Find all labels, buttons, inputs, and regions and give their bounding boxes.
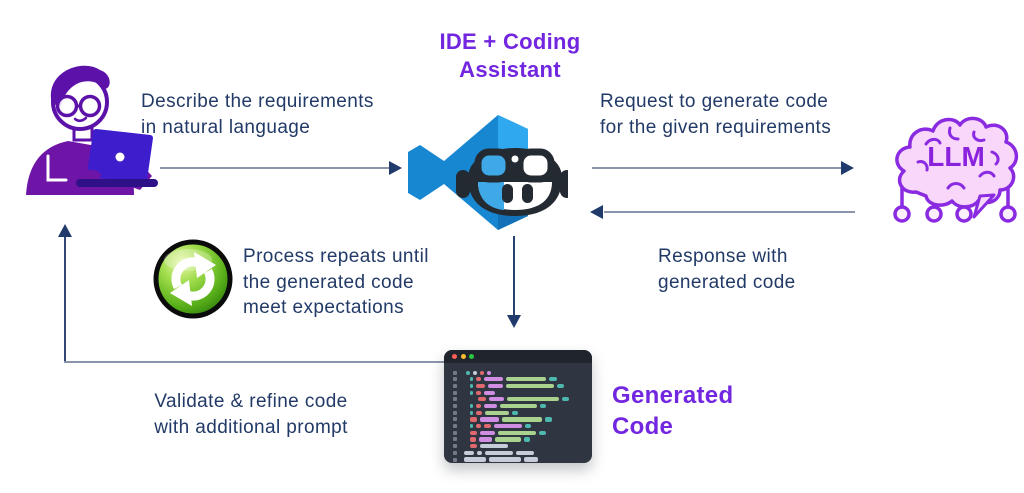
label-line: meet expectations xyxy=(243,297,404,318)
arrow-to-generated-code-head xyxy=(507,315,521,328)
code-line xyxy=(453,437,586,442)
traffic-lights-icon xyxy=(452,354,478,359)
code-line xyxy=(453,444,586,449)
title-line: Code xyxy=(612,413,674,440)
title-line: Assistant xyxy=(459,57,561,82)
generated-code-title: Generated Code xyxy=(612,380,733,442)
label-line: Process repeats until xyxy=(243,246,429,267)
code-window xyxy=(444,350,592,463)
label-line: Describe the requirements xyxy=(141,91,374,112)
loop-arrow-head xyxy=(58,224,72,237)
title-line: IDE + Coding xyxy=(439,29,581,54)
code-line xyxy=(453,410,586,415)
loop-arrow-horizontal-shaft xyxy=(64,361,445,363)
arrow-describe-head xyxy=(389,161,402,175)
code-line xyxy=(453,430,586,435)
code-line xyxy=(453,390,586,395)
label-line: in natural language xyxy=(141,116,311,138)
label-process-repeats: Process repeats until the generated code… xyxy=(243,244,429,321)
code-line xyxy=(453,370,586,375)
title-line: Generated xyxy=(612,382,734,409)
code-window-titlebar xyxy=(444,350,592,363)
code-line xyxy=(453,450,586,455)
arrow-request-shaft xyxy=(592,167,842,169)
llm-label: LLM xyxy=(927,141,985,172)
label-line: Request to generate code xyxy=(600,91,829,112)
label-line: Validate & refine code xyxy=(154,391,348,412)
code-line xyxy=(453,424,586,429)
label-validate-refine: Validate & refine code with additional p… xyxy=(120,389,382,440)
code-window-body xyxy=(444,363,592,462)
code-line xyxy=(453,377,586,382)
code-line xyxy=(453,397,586,402)
refresh-cycle-icon xyxy=(152,238,234,320)
label-line: generated code xyxy=(658,271,796,293)
label-line: the generated code xyxy=(243,271,414,293)
label-describe-requirements: Describe the requirements in natural lan… xyxy=(141,89,374,140)
developer-at-laptop-icon xyxy=(20,58,158,195)
arrow-request-head xyxy=(841,161,854,175)
llm-brain-chip-icon: LLM xyxy=(884,110,1022,228)
arrow-to-generated-code-shaft xyxy=(513,236,515,316)
vscode-copilot-icon xyxy=(408,112,574,236)
ide-coding-assistant-title: IDE + Coding Assistant xyxy=(404,28,616,84)
code-line xyxy=(453,457,586,462)
code-line xyxy=(453,417,586,422)
code-line xyxy=(453,403,586,409)
label-line: for the given requirements xyxy=(600,116,832,138)
label-request-generate-code: Request to generate code for the given r… xyxy=(600,89,831,140)
arrow-response-shaft xyxy=(604,211,855,213)
label-line: Response with xyxy=(658,246,788,267)
label-response-generated-code: Response with generated code xyxy=(658,244,796,295)
arrow-response-head xyxy=(590,205,603,219)
arrow-describe-shaft xyxy=(160,167,390,169)
code-line xyxy=(453,383,586,389)
label-line: with additional prompt xyxy=(154,416,348,438)
loop-arrow-vertical-shaft xyxy=(64,237,66,363)
